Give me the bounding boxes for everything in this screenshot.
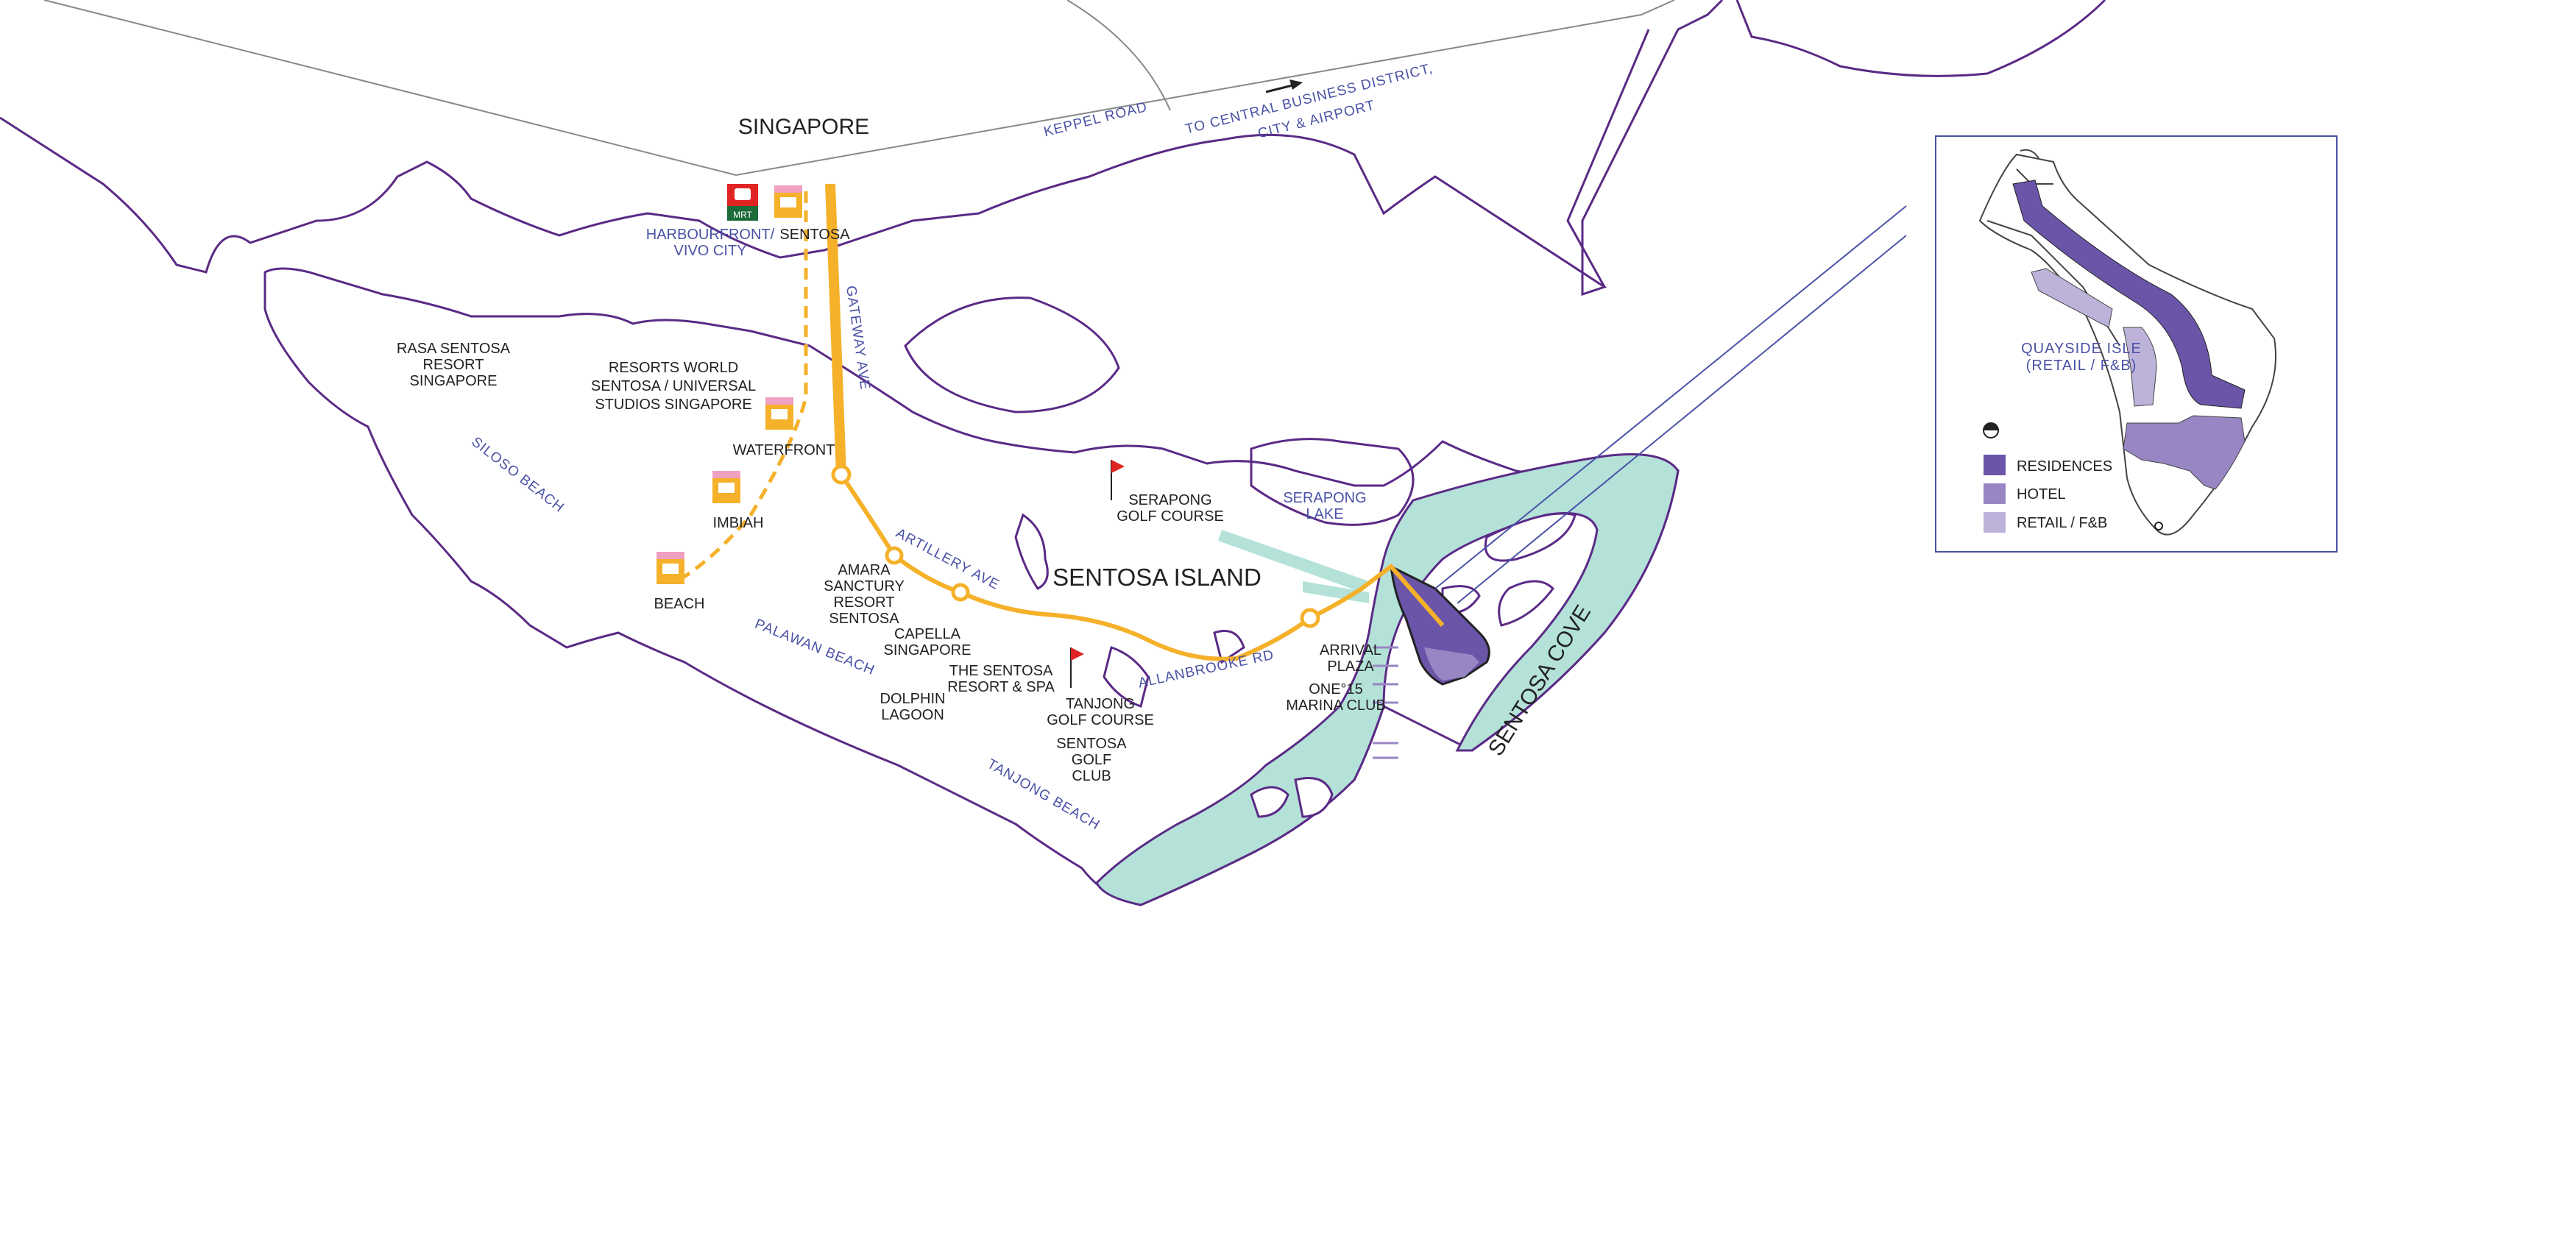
svg-text:RESORT & SPA: RESORT & SPA <box>947 679 1055 695</box>
label-keppel-road: KEPPEL ROAD <box>1042 99 1149 140</box>
svg-text:RESORT: RESORT <box>423 357 484 373</box>
label-waterfront: WATERFRONT <box>733 442 835 458</box>
sentosa-inner-features <box>904 296 1415 708</box>
monorail-icon-imbiah <box>712 471 740 503</box>
legend-residences: RESIDENCES <box>1984 455 2112 475</box>
svg-text:LAKE: LAKE <box>1306 506 1343 522</box>
svg-text:SENTOSA: SENTOSA <box>1056 736 1127 752</box>
serapong-channel-2 <box>1303 581 1369 603</box>
svg-text:GOLF COURSE: GOLF COURSE <box>1047 712 1154 728</box>
label-singapore: SINGAPORE <box>738 115 869 139</box>
label-arrival-plaza: ARRIVAL PLAZA <box>1320 642 1381 675</box>
inset-residences <box>2012 180 2246 409</box>
svg-text:MARINA CLUB: MARINA CLUB <box>1286 697 1386 714</box>
label-harbourfront-1: HARBOURFRONT/ <box>646 227 775 243</box>
route-stops <box>831 464 1320 628</box>
svg-text:SENTOSA: SENTOSA <box>829 611 899 627</box>
label-rasa: RASA SENTOSA RESORT SINGAPORE <box>397 341 511 389</box>
svg-text:CLUB: CLUB <box>1072 768 1111 784</box>
inset-label-quayside: QUAYSIDE ISLE <box>2021 341 2142 357</box>
svg-text:ARRIVAL: ARRIVAL <box>1320 642 1381 658</box>
label-siloso-beach: SILOSO BEACH <box>468 434 567 516</box>
svg-text:MRT: MRT <box>733 210 752 220</box>
legend-retail: RETAIL / F&B <box>1984 512 2107 533</box>
svg-text:TANJONG: TANJONG <box>1066 696 1135 712</box>
svg-text:SINGAPORE: SINGAPORE <box>410 373 498 389</box>
svg-text:SERAPONG: SERAPONG <box>1128 492 1211 508</box>
svg-text:PLAZA: PLAZA <box>1327 658 1374 675</box>
label-serapong-golf: SERAPONG GOLF COURSE <box>1117 492 1224 525</box>
svg-text:RESORTS WORLD: RESORTS WORLD <box>609 360 738 376</box>
label-serapong-lake: SERAPONG LAKE <box>1283 490 1366 522</box>
svg-text:SERAPONG: SERAPONG <box>1283 490 1366 506</box>
svg-text:SENTOSA / UNIVERSAL: SENTOSA / UNIVERSAL <box>591 378 756 394</box>
label-capella: CAPELLA SINGAPORE <box>884 626 972 658</box>
svg-text:AMARA: AMARA <box>838 562 891 578</box>
svg-text:GOLF COURSE: GOLF COURSE <box>1117 508 1224 525</box>
flag-icon-tanjong <box>1070 647 1084 688</box>
label-imbiah: IMBIAH <box>713 515 764 531</box>
label-sentosa-island: SENTOSA ISLAND <box>1052 564 1262 591</box>
svg-text:THE SENTOSA: THE SENTOSA <box>949 663 1053 679</box>
label-harbourfront-2: VIVO CITY <box>674 243 747 259</box>
label-one15: ONE°15 MARINA CLUB <box>1286 681 1386 714</box>
label-beach: BEACH <box>654 596 705 612</box>
svg-text:ONE°15: ONE°15 <box>1309 681 1363 697</box>
sentosa-cove-water <box>1095 453 1680 906</box>
inset-label-quayside-sub: (RETAIL / F&B) <box>2026 358 2137 374</box>
inset-retail-2 <box>2123 327 2157 407</box>
label-allanbrooke-rd: ALLANBROOKE RD <box>1137 647 1275 692</box>
inset-panel: QUAYSIDE ISLE (RETAIL / F&B) RESIDENCES … <box>1935 135 2338 553</box>
label-the-sentosa: THE SENTOSA RESORT & SPA <box>947 663 1055 695</box>
label-gateway-ave: GATEWAY AVE <box>843 285 873 391</box>
monorail-icon-beach <box>657 552 684 584</box>
mainland-coastline-east <box>1566 29 1650 288</box>
inset-leader-lines <box>1434 205 1907 604</box>
svg-text:GOLF: GOLF <box>1072 752 1111 768</box>
quayside-plot-hotel <box>1424 647 1479 681</box>
label-dolphin-lagoon: DOLPHIN LAGOON <box>880 691 946 723</box>
monorail-icon-waterfront <box>765 397 793 430</box>
inset-hotel <box>2123 415 2246 490</box>
mainland-roads <box>43 0 1675 177</box>
flag-icon-serapong <box>1111 460 1125 500</box>
mrt-icon: MRT <box>727 184 758 221</box>
svg-text:HOTEL: HOTEL <box>2017 486 2066 503</box>
label-tanjong-golf: TANJONG GOLF COURSE <box>1047 696 1154 728</box>
legend-hotel: HOTEL <box>1984 483 2066 504</box>
compass-icon <box>1983 422 1999 438</box>
svg-text:SANCTURY: SANCTURY <box>824 578 905 594</box>
serapong-channel <box>1218 530 1369 592</box>
svg-text:DOLPHIN: DOLPHIN <box>880 691 946 707</box>
svg-text:RESIDENCES: RESIDENCES <box>2017 458 2112 475</box>
label-artillery-ave: ARTILLERY AVE <box>894 525 1002 593</box>
svg-text:RETAIL / F&B: RETAIL / F&B <box>2017 515 2107 531</box>
arrow-right-icon <box>1265 79 1303 93</box>
svg-text:CAPELLA: CAPELLA <box>894 626 961 642</box>
label-sentosa-golf: SENTOSA GOLF CLUB <box>1056 736 1127 784</box>
svg-text:STUDIOS SINGAPORE: STUDIOS SINGAPORE <box>595 397 751 413</box>
svg-text:RESORT: RESORT <box>834 594 895 611</box>
svg-text:LAGOON: LAGOON <box>881 707 944 723</box>
mainland-coastline <box>0 0 2106 296</box>
svg-text:SINGAPORE: SINGAPORE <box>884 642 972 658</box>
marina-piers <box>1373 646 1398 759</box>
label-sentosa-station: SENTOSA <box>779 227 850 243</box>
svg-text:RASA SENTOSA: RASA SENTOSA <box>397 341 511 357</box>
label-amara: AMARA SANCTURY RESORT SENTOSA <box>824 562 905 627</box>
label-resorts-world: RESORTS WORLD SENTOSA / UNIVERSAL STUDIO… <box>591 360 756 413</box>
monorail-icon-sentosa <box>774 185 802 218</box>
inset-retail-1 <box>2031 268 2113 328</box>
